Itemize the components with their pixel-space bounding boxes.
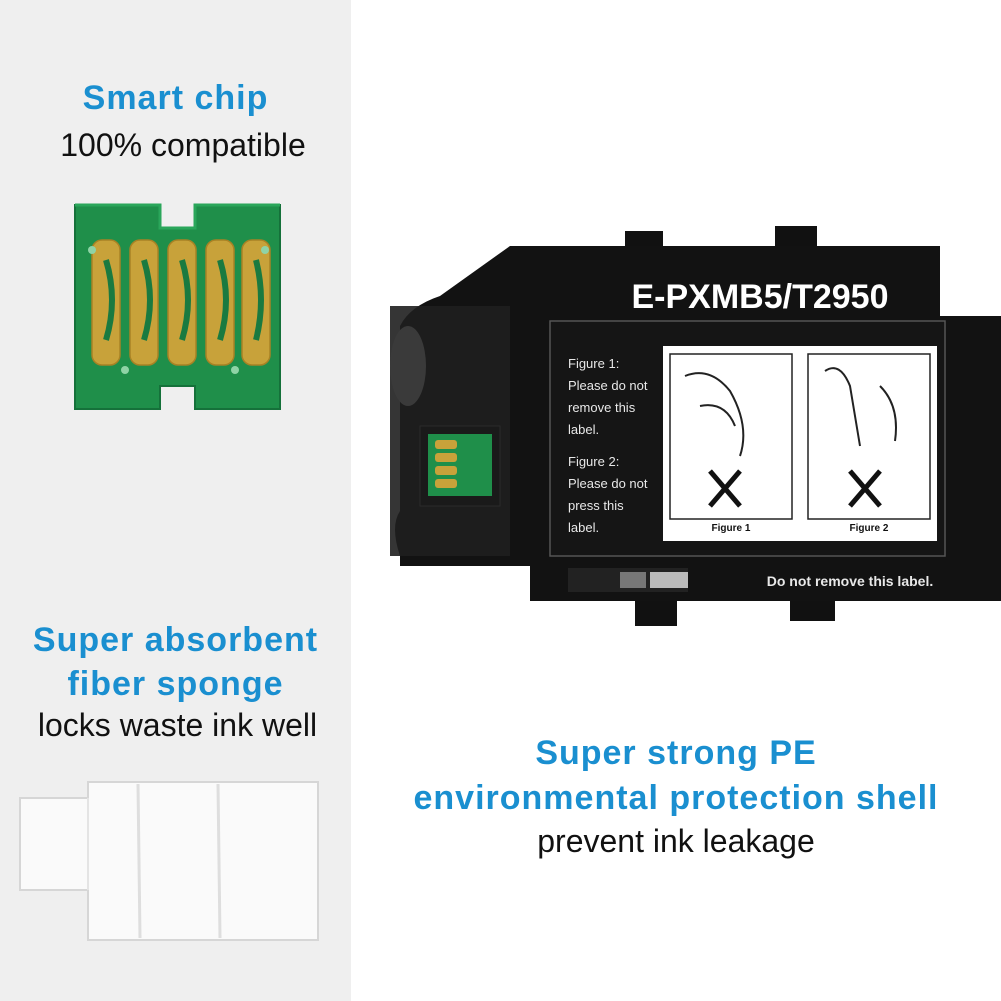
figure2-text-2: press this — [568, 498, 624, 513]
figure2-text-3: label. — [568, 520, 599, 535]
shell-feature-subtitle: prevent ink leakage — [537, 823, 815, 859]
svg-text:Figure 1: Please do not: Figure 1: Please do not remove this labe… — [568, 356, 651, 535]
figure1-text-3: label. — [568, 422, 599, 437]
sponge-feature-title-line1: Super absorbent — [32, 621, 319, 659]
figure1-text-1: Please do not — [568, 378, 648, 393]
sponge-image — [19, 781, 319, 941]
chip-feature-title: Smart chip — [82, 79, 269, 117]
shell-feature-title-line2: environmental protection shell — [413, 779, 939, 817]
smart-chip-image — [74, 203, 281, 410]
cartridge-footer-label: Do not remove this label. — [767, 573, 933, 589]
maintenance-box-image: E-PXMB5/T2950 Figure 1: Please do not re… — [390, 226, 1001, 626]
sponge-feature-title-line2: fiber sponge — [67, 665, 284, 703]
figure2-heading: Figure 2: — [568, 454, 619, 469]
chip-feature-subtitle: 100% compatible — [60, 127, 306, 163]
cartridge-model-label: E-PXMB5/T2950 — [632, 278, 889, 316]
figure2-caption: Figure 2 — [850, 523, 889, 534]
figure1-text-2: remove this — [568, 400, 636, 415]
figure2-text-1: Please do not — [568, 476, 648, 491]
shell-feature-title-line1: Super strong PE — [535, 734, 817, 772]
figure1-heading: Figure 1: — [568, 356, 619, 371]
figure1-caption: Figure 1 — [712, 523, 751, 534]
sponge-feature-subtitle: locks waste ink well — [37, 707, 318, 743]
